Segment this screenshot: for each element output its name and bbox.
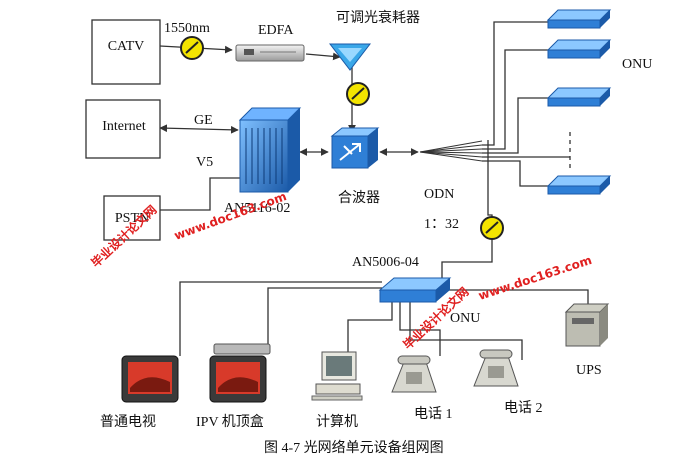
link-odn-onu2 [482,49,548,150]
attenuator-label: 可调光衰耗器 [336,9,420,26]
ups-label: UPS [576,363,602,378]
combiner-icon [330,127,380,169]
catv-box: CATV [91,19,161,85]
link-edfa-attenuator [305,52,341,61]
watermark-url: www.doc163.com [477,253,594,303]
onu-top-label: ONU [622,57,652,72]
link-odn-onu3 [482,97,548,154]
ups-icon [564,303,610,347]
link-pstn-an5116 [160,177,240,211]
edfa-label: EDFA [258,23,294,38]
phone2-label: 电话 2 [504,400,543,416]
internet-box: Internet [85,99,161,159]
pstn-label: PSTN [115,211,149,226]
an5116-label: AN5116-02 [224,201,290,216]
onu-device-icon [547,9,611,29]
phone1-label: 电话 1 [414,406,453,422]
an5116-olt-icon [238,107,302,193]
combiner-label: 合波器 [338,190,380,206]
internet-label: Internet [102,119,146,134]
link-an5006-tv [179,281,382,356]
v5-label: V5 [196,155,213,170]
pstn-box: PSTN [103,195,161,241]
odn-label: ODN [424,187,454,202]
computer-label: 计算机 [316,414,358,430]
computer-icon [311,351,363,401]
an5006-onu-icon [378,277,452,303]
edfa-device-icon [235,44,305,62]
phone-icon [391,355,437,393]
ge-label: GE [194,113,213,128]
catv-label: CATV [108,39,145,54]
links [159,21,589,360]
optical-meter-icon [346,82,370,106]
link-internet-an5116 [159,124,239,134]
wavelength-label: 1550nm [164,21,210,36]
split-ratio-label: 1：32 [424,217,459,232]
onu-bottom-label: ONU [450,311,480,326]
optical-meter-icon [480,216,504,240]
link-an5006-phone1 [399,302,441,356]
iptv-stb-icon [209,343,271,403]
link-an5006-ups [446,289,589,304]
odn-splitter-icon [419,140,483,162]
link-odn-onu1 [482,21,548,146]
an5006-label: AN5006-04 [352,255,419,270]
phone-icon [473,349,519,387]
onu-device-icon [547,87,611,107]
watermark: 毕业设计论文网 www.doc163.com 毕业设计论文网 www.doc16… [88,189,594,352]
link-an5006-stb [267,287,382,352]
link-an5006-phone2 [409,302,523,360]
iptv-label: IPV 机顶盒 [196,413,264,430]
attenuator-icon [328,43,372,71]
onu-device-icon [547,39,611,59]
tv-label: 普通电视 [100,414,156,430]
onu-device-icon [547,175,611,195]
tv-icon [121,355,179,403]
figure-caption: 图 4-7 光网络单元设备组网图 [264,439,444,456]
link-an5006-pc [347,302,393,352]
link-odn-onu4 [482,160,548,187]
optical-meter-icon [180,36,204,60]
